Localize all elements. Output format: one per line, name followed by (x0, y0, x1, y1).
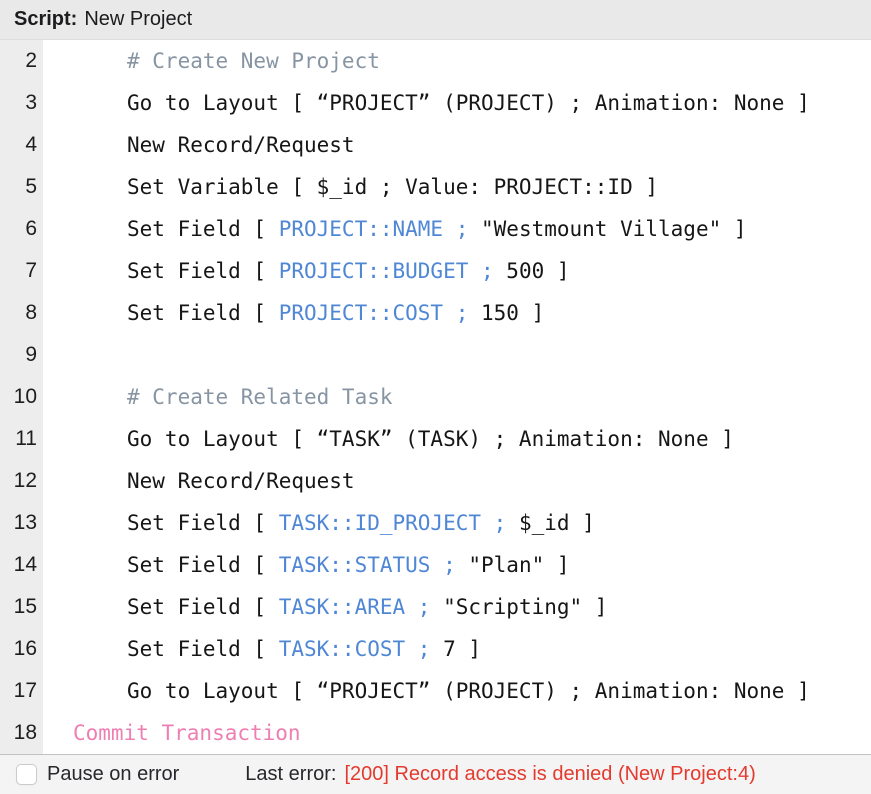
line-number: 13 (0, 502, 43, 544)
script-line-10[interactable]: 10 # Create Related Task (0, 376, 871, 418)
script-title-bar: Script: New Project (0, 0, 871, 40)
step-segment-field: TASK::ID_PROJECT ; (278, 511, 507, 535)
line-number: 16 (0, 628, 43, 670)
step-segment-step: Set Variable [ $_id ; Value: PROJECT::ID… (127, 175, 659, 199)
line-number: 7 (0, 250, 43, 292)
status-bar: Pause on error Last error: [200] Record … (0, 754, 871, 794)
script-step-text (43, 334, 127, 376)
step-segment-comment: # Create New Project (127, 49, 380, 73)
step-segment-step: Set Field [ (127, 511, 279, 535)
script-step-text: # Create New Project (43, 40, 380, 82)
script-step-text: Set Field [ PROJECT::BUDGET ; 500 ] (43, 250, 570, 292)
line-number: 3 (0, 82, 43, 124)
pause-on-error-label: Pause on error (47, 763, 180, 785)
script-step-text: Set Field [ PROJECT::NAME ; "Westmount V… (43, 208, 747, 250)
script-line-4[interactable]: 4 New Record/Request (0, 124, 871, 166)
script-line-11[interactable]: 11 Go to Layout [ “TASK” (TASK) ; Animati… (0, 418, 871, 460)
step-segment-step: 500 ] (493, 259, 570, 283)
script-line-18[interactable]: 18 Commit Transaction (0, 712, 871, 754)
script-step-text: Set Field [ TASK::AREA ; "Scripting" ] (43, 586, 607, 628)
step-segment-comment: # Create Related Task (127, 385, 393, 409)
script-step-text: Set Variable [ $_id ; Value: PROJECT::ID… (43, 166, 658, 208)
script-step-text: Go to Layout [ “PROJECT” (PROJECT) ; Ani… (43, 670, 810, 712)
line-number: 17 (0, 670, 43, 712)
step-segment-txn: Commit Transaction (73, 721, 301, 745)
script-line-9[interactable]: 9 (0, 334, 871, 376)
script-line-5[interactable]: 5 Set Variable [ $_id ; Value: PROJECT::I… (0, 166, 871, 208)
line-number: 9 (0, 334, 43, 376)
step-segment-step: "Scripting" ] (430, 595, 608, 619)
script-name: New Project (84, 8, 193, 30)
script-line-12[interactable]: 12 New Record/Request (0, 460, 871, 502)
step-segment-step: $_id ] (506, 511, 595, 535)
line-number: 18 (0, 712, 43, 754)
script-step-text: Set Field [ TASK::ID_PROJECT ; $_id ] (43, 502, 595, 544)
last-error-message: [200] Record access is denied (New Proje… (344, 763, 756, 785)
script-step-text: New Record/Request (43, 460, 355, 502)
script-label: Script: (14, 8, 78, 30)
step-segment-step: New Record/Request (127, 133, 355, 157)
line-number: 10 (0, 376, 43, 418)
step-segment-step: 7 ] (430, 637, 482, 661)
step-segment-step: Set Field [ (127, 259, 279, 283)
step-segment-step: Set Field [ (127, 637, 279, 661)
script-step-text: Set Field [ TASK::STATUS ; "Plan" ] (43, 544, 570, 586)
line-number: 8 (0, 292, 43, 334)
line-number: 11 (0, 418, 43, 460)
step-segment-field: TASK::AREA ; (278, 595, 431, 619)
step-segment-step: Set Field [ (127, 553, 279, 577)
step-segment-step: Set Field [ (127, 595, 279, 619)
script-step-text: Go to Layout [ “PROJECT” (PROJECT) ; Ani… (43, 82, 810, 124)
step-segment-field: PROJECT::NAME ; (278, 217, 469, 241)
line-number: 5 (0, 166, 43, 208)
last-error-label: Last error: (245, 763, 337, 785)
script-step-text: New Record/Request (43, 124, 355, 166)
step-segment-step: Go to Layout [ “PROJECT” (PROJECT) ; Ani… (127, 91, 810, 115)
step-segment-step: Go to Layout [ “TASK” (TASK) ; Animation… (127, 427, 734, 451)
step-segment-step: New Record/Request (127, 469, 355, 493)
script-steps-list: 2 # Create New Project 3 Go to Layout [ “PR… (0, 40, 871, 754)
script-line-17[interactable]: 17 Go to Layout [ “PROJECT” (PROJECT) ; A… (0, 670, 871, 712)
step-segment-step: 150 ] (468, 301, 545, 325)
step-segment-step: "Plan" ] (455, 553, 570, 577)
script-step-text: # Create Related Task (43, 376, 393, 418)
line-number: 15 (0, 586, 43, 628)
step-segment-step: Go to Layout [ “PROJECT” (PROJECT) ; Ani… (127, 679, 810, 703)
script-step-text: Set Field [ TASK::COST ; 7 ] (43, 628, 481, 670)
pause-on-error-checkbox[interactable] (16, 764, 37, 785)
step-segment-step: Set Field [ (127, 301, 279, 325)
script-step-text: Commit Transaction (43, 712, 301, 754)
line-number: 12 (0, 460, 43, 502)
step-segment-field: PROJECT::BUDGET ; (278, 259, 494, 283)
script-line-2[interactable]: 2 # Create New Project (0, 40, 871, 82)
step-segment-step: "Westmount Village" ] (468, 217, 747, 241)
line-number: 14 (0, 544, 43, 586)
script-line-3[interactable]: 3 Go to Layout [ “PROJECT” (PROJECT) ; An… (0, 82, 871, 124)
step-segment-field: TASK::COST ; (278, 637, 431, 661)
script-step-text: Set Field [ PROJECT::COST ; 150 ] (43, 292, 544, 334)
step-segment-step: Set Field [ (127, 217, 279, 241)
step-segment-field: PROJECT::COST ; (278, 301, 469, 325)
line-number: 6 (0, 208, 43, 250)
line-number: 2 (0, 40, 43, 82)
script-step-text: Go to Layout [ “TASK” (TASK) ; Animation… (43, 418, 734, 460)
step-segment-field: TASK::STATUS ; (278, 553, 456, 577)
line-number: 4 (0, 124, 43, 166)
